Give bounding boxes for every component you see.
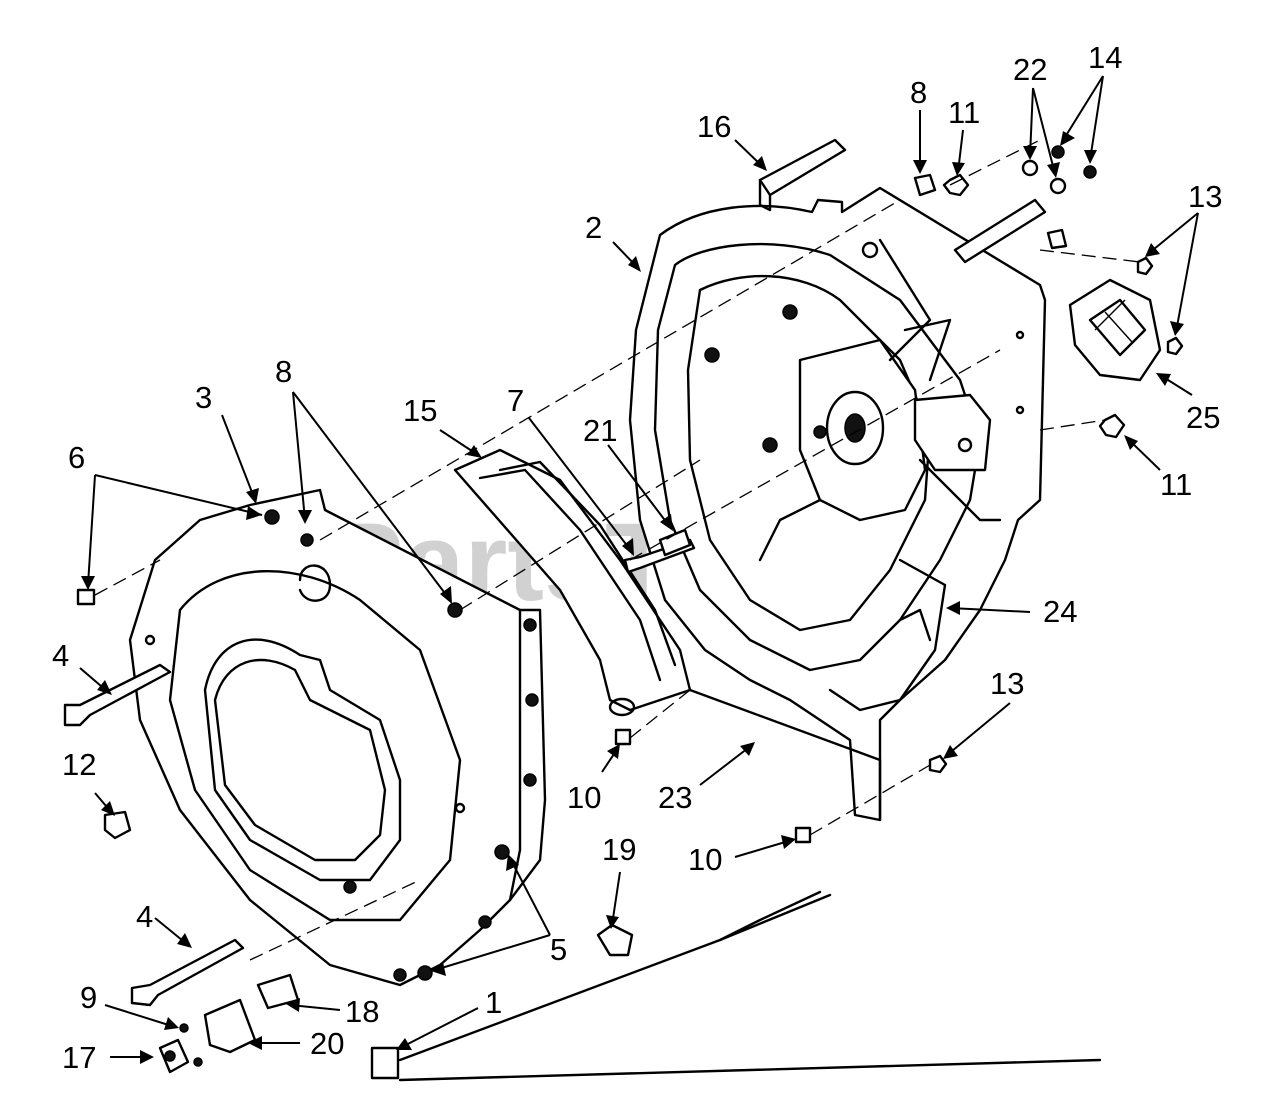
callout-12: 12 bbox=[62, 747, 96, 782]
hardware bbox=[63, 139, 1184, 1082]
callout-3: 3 bbox=[195, 380, 212, 415]
callout-24: 24 bbox=[1043, 594, 1077, 629]
callout-18: 18 bbox=[345, 994, 379, 1029]
leader-lines bbox=[79, 75, 1199, 1064]
callout-1: 1 bbox=[485, 985, 502, 1020]
callout-9: 9 bbox=[80, 980, 97, 1015]
callout-10: 10 bbox=[688, 842, 722, 877]
callout-23: 23 bbox=[658, 780, 692, 815]
bar-part-16 bbox=[758, 138, 1047, 264]
callout-8: 8 bbox=[275, 354, 292, 389]
callout-13: 13 bbox=[990, 666, 1024, 701]
strip-part-15 bbox=[453, 448, 692, 717]
callout-25: 25 bbox=[1186, 400, 1220, 435]
gasket-part-25 bbox=[1068, 278, 1162, 382]
callout-14: 14 bbox=[1088, 40, 1122, 75]
callout-15: 15 bbox=[403, 393, 437, 428]
front-shroud-part bbox=[128, 488, 547, 987]
callout-16: 16 bbox=[697, 109, 731, 144]
callout-11: 11 bbox=[1160, 467, 1192, 502]
callout-20: 20 bbox=[310, 1026, 344, 1061]
callout-4: 4 bbox=[136, 899, 153, 934]
rear-housing-part bbox=[628, 186, 1047, 822]
callout-21: 21 bbox=[583, 413, 617, 448]
callout-8: 8 bbox=[910, 75, 927, 110]
callout-19: 19 bbox=[602, 832, 636, 867]
callout-5: 5 bbox=[550, 932, 567, 967]
callout-10: 10 bbox=[567, 780, 601, 815]
callout-4: 4 bbox=[52, 638, 69, 673]
callout-7: 7 bbox=[507, 383, 524, 418]
callout-6: 6 bbox=[68, 440, 85, 475]
callout-13: 13 bbox=[1188, 179, 1222, 214]
callout-2: 2 bbox=[585, 210, 602, 245]
callout-17: 17 bbox=[62, 1040, 96, 1075]
callout-labels: 1 2 3 4 4 5 6 7 8 8 9 10 10 11 11 12 13 … bbox=[52, 40, 1222, 1075]
callout-11: 11 bbox=[948, 95, 980, 130]
callout-22: 22 bbox=[1013, 52, 1047, 87]
